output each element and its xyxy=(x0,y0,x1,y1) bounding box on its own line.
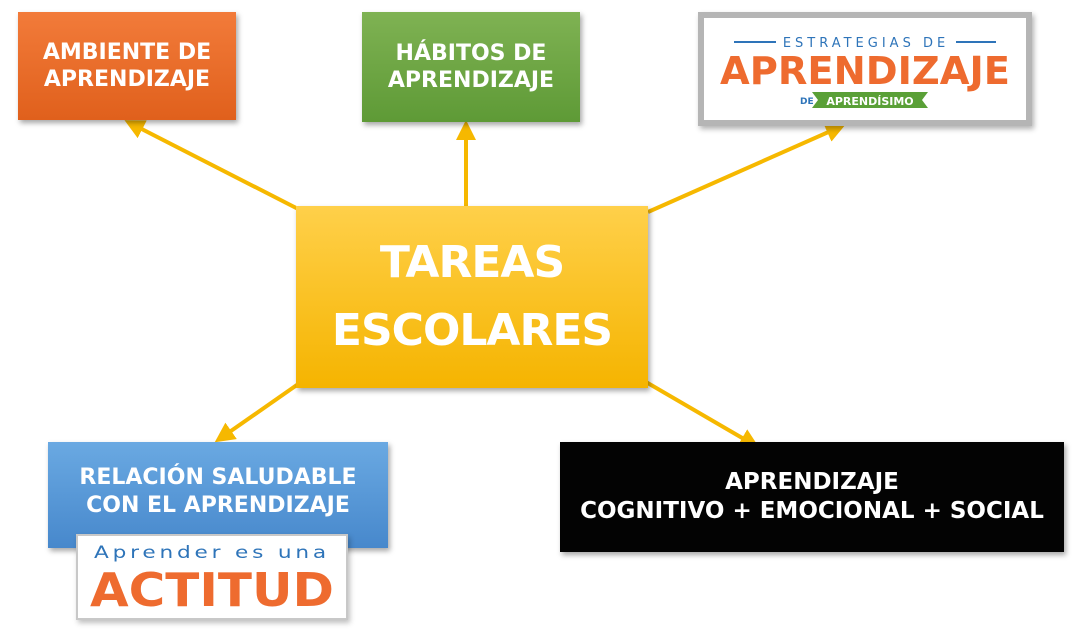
node-label-line: AMBIENTE DE xyxy=(42,39,212,65)
central-label-line: TAREAS xyxy=(379,236,565,288)
estrategias-logo-graphic: ESTRATEGIAS DE APRENDIZAJE DE APRENDÍSIM… xyxy=(720,36,1010,108)
node-label-line: COGNITIVO + EMOCIONAL + SOCIAL xyxy=(580,498,1044,524)
node-label-line: APRENDIZAJE xyxy=(43,67,211,92)
node-label-line: APRENDIZAJE xyxy=(387,68,555,93)
actitud-logo-graphic: Aprender es una ACTITUD xyxy=(90,543,334,617)
logo-estrategias-top-text: ESTRATEGIAS DE xyxy=(783,36,949,51)
logo-estrategias-banner-text: APRENDÍSIMO xyxy=(826,95,913,108)
node-habitos-de-aprendizaje: HÁBITOS DE APRENDIZAJE xyxy=(362,12,580,122)
central-label-line: ESCOLARES xyxy=(331,305,613,356)
node-aprendizaje-cognitivo: APRENDIZAJE COGNITIVO + EMOCIONAL + SOCI… xyxy=(560,442,1064,552)
node-relacion-saludable: RELACIÓN SALUDABLE CON EL APRENDIZAJE xyxy=(48,442,388,548)
aprender-es-una-actitud-logo: Aprender es una ACTITUD xyxy=(76,534,348,620)
estrategias-de-aprendizaje-logo: ESTRATEGIAS DE APRENDIZAJE DE APRENDÍSIM… xyxy=(698,12,1032,126)
arrow-to-estrategias xyxy=(647,123,846,214)
node-label-line: HÁBITOS DE xyxy=(395,40,547,66)
node-label-line: CON EL APRENDIZAJE xyxy=(86,492,350,518)
logo-estrategias-de-text: DE xyxy=(800,97,814,107)
logo-estrategias-main-text: APRENDIZAJE xyxy=(720,49,1010,93)
arrow-to-ambiente xyxy=(124,120,305,214)
node-label-line: APRENDIZAJE xyxy=(725,469,899,496)
logo-actitud-top-text: Aprender es una xyxy=(94,543,330,563)
node-ambiente-de-aprendizaje: AMBIENTE DE APRENDIZAJE xyxy=(18,12,236,120)
central-node-tareas-escolares: TAREAS ESCOLARES xyxy=(296,206,648,388)
node-label-line: RELACIÓN SALUDABLE xyxy=(79,465,357,490)
arrow-to-cognitivo xyxy=(644,380,760,449)
banner-ribbon-icon xyxy=(812,92,928,108)
logo-actitud-main-text: ACTITUD xyxy=(90,563,334,617)
arrow-to-relacion xyxy=(214,378,306,443)
